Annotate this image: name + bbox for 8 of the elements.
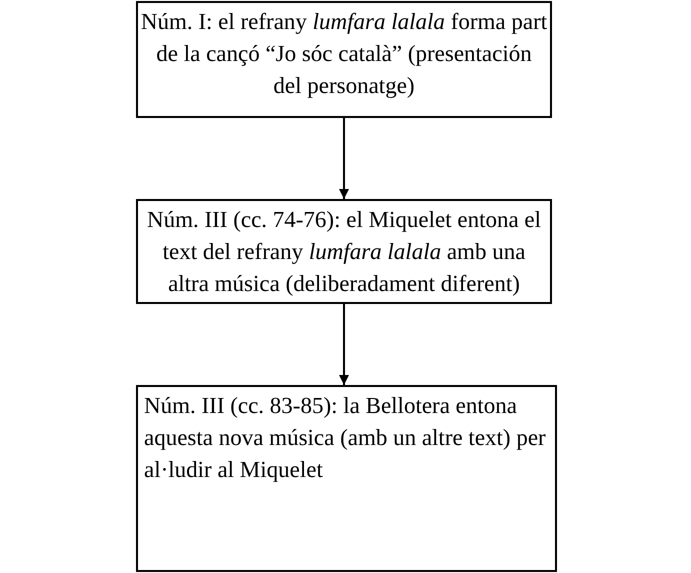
- text-box: [136, 199, 552, 304]
- box-text: Núm. III (cc. 74-76): el Miquelet entona el text del refrany lumfara lalala amb una altra música (deliberadament diferent): [146, 206, 542, 298]
- text-box: [136, 385, 557, 572]
- box-text: Núm. III (cc. 83-85): la Bellotera entona aquesta nova música (amb un altre text) per al·ludir al Miquelet: [144, 392, 547, 484]
- text-box: [136, 1, 552, 118]
- arrow: [339, 304, 349, 385]
- box-text: Núm. I: el refrany lumfara lalala forma part de la cançó “Jo sóc català” (presentación del personatge): [140, 8, 548, 100]
- arrow: [339, 118, 349, 199]
